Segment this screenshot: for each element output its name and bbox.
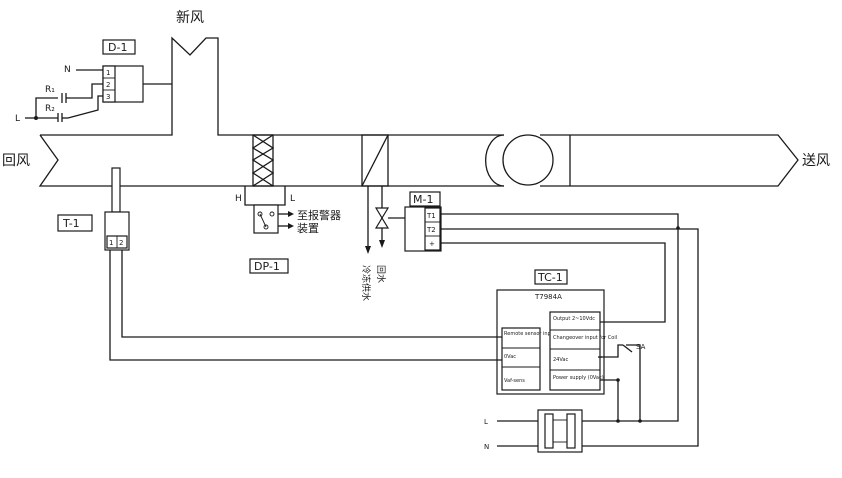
tc1-changeover: Changeover input for Coil [553, 335, 617, 341]
m1-terminal-plus: + [429, 240, 435, 248]
dp1-body [253, 204, 279, 234]
return-water-label: 回水 [375, 265, 387, 283]
chilled-water-valve: 冷冻供水 回水 [360, 186, 405, 301]
controller-tc1: TC-1 T7984A Remote sensor input 0Vac Vaf… [496, 269, 617, 395]
pressure-switch-dp1: H L 至报警器 装置 DP-1 [235, 186, 341, 274]
dp1-tag: DP-1 [254, 260, 280, 273]
chilled-supply-label: 冷冻供水 [360, 265, 372, 301]
damper-actuator-d1: D-1 1 2 3 [102, 39, 172, 103]
tc1-left-terminal-strip [501, 327, 541, 391]
h-label: H [235, 194, 242, 204]
t1-terminal-2: 2 [119, 239, 123, 247]
tc1-tag: TC-1 [537, 271, 563, 284]
tc1-output: Output 2~10Vdc [553, 316, 595, 322]
t1-probe [111, 167, 121, 213]
return-air-label: 回风 [2, 153, 30, 169]
supply-air-label: 送风 [802, 153, 830, 169]
d1-wiring: N R₁ R₂ L [15, 65, 103, 124]
d1-terminal-3: 3 [106, 93, 110, 101]
d1-terminal-1: 1 [106, 69, 110, 77]
m1-tag: M-1 [413, 193, 433, 206]
sa-label: SA [636, 343, 646, 351]
to-alarm-label-1: 至报警器 [297, 208, 341, 222]
dp1-tag-box [249, 258, 289, 274]
tc1-power-supply: Power supply (0Vac) [553, 375, 604, 381]
m1-terminal-t2: T2 [426, 226, 436, 234]
to-alarm-label-2: 装置 [297, 222, 319, 235]
m1-terminal-t1: T1 [426, 212, 436, 220]
l-side-label: L [290, 194, 295, 204]
tc1-remote-sensor-input: Remote sensor input [504, 331, 556, 337]
n-left-label: N [64, 65, 71, 75]
t1-tag: T-1 [62, 217, 80, 230]
r2-label: R₂ [45, 104, 55, 114]
transformer-icon [537, 409, 583, 453]
duct-supply-outlet [540, 134, 799, 187]
r1-label: R₁ [45, 85, 55, 95]
fresh-air-label: 新风 [176, 10, 204, 26]
valve-actuator-m1: M-1 T1 T2 + [404, 191, 442, 252]
d1-terminal-2: 2 [106, 81, 110, 89]
tc1-24vac: 24Vac [553, 357, 568, 363]
tc1-tag-box [534, 269, 568, 285]
t1-terminal-1: 1 [109, 239, 113, 247]
d1-tag-box [102, 39, 136, 55]
duct-top-edge-fresh-air [40, 36, 504, 136]
tc1-right-terminal-strip [549, 311, 601, 391]
filter-icon [251, 134, 275, 187]
fan-housing-left [484, 134, 505, 187]
air-duct [38, 36, 799, 187]
tc1-0vac: 0Vac [504, 354, 516, 360]
valve-icon [374, 207, 390, 220]
m1-tag-box [409, 191, 441, 207]
control-wiring: SA [109, 213, 699, 447]
tc1-model: T7984A [534, 293, 562, 301]
l-left-label: L [15, 114, 20, 124]
l-bottom-label: L [484, 418, 488, 426]
cooling-coil-icon [361, 134, 389, 187]
n-bottom-label: N [484, 443, 489, 451]
tc1-vaf-sens: Vaf-sens [504, 378, 525, 384]
d1-tag: D-1 [108, 41, 127, 54]
t1-tag-box [57, 214, 93, 232]
sensor-t1: T-1 1 2 [57, 167, 130, 251]
fan-icon [502, 134, 554, 186]
